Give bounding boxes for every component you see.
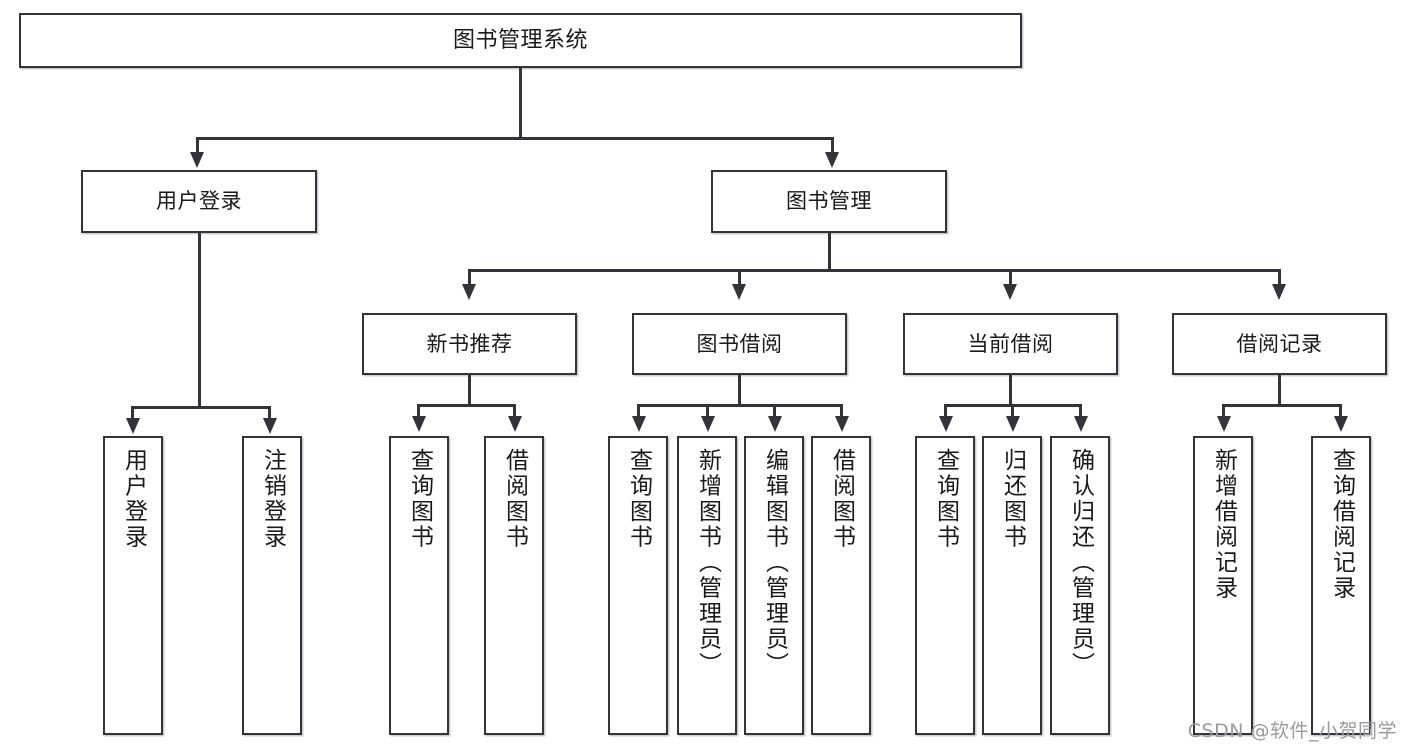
node-root-book-management-system[interactable]: 图书管理系统 <box>19 13 1022 68</box>
node-label: 借阅图书 <box>828 448 855 550</box>
leaf-cb-confirm-return[interactable]: 确认归还（管理员） <box>1050 436 1110 735</box>
leaf-bb-add-book[interactable]: 新增图书（管理员） <box>677 436 737 735</box>
node-label: 查询借阅记录 <box>1328 448 1355 601</box>
leaf-br-query-record[interactable]: 查询借阅记录 <box>1311 436 1371 735</box>
connector-new-book-stem <box>468 375 471 406</box>
arrowhead-leaf-bb-query-book <box>632 416 646 432</box>
connector-book-borrow-stem <box>738 375 741 406</box>
connector-bm-drop-borrow-records <box>1278 269 1281 286</box>
arrowhead-leaf-logout <box>263 418 277 434</box>
connector-br-drop-1 <box>1222 404 1225 418</box>
connector-bm-drop-book-borrow <box>738 269 741 286</box>
leaf-user-login[interactable]: 用户登录 <box>103 436 163 735</box>
arrowhead-leaf-br-add-record <box>1217 416 1231 432</box>
connector-new-book-drop-1 <box>417 404 420 418</box>
connector-user-login-drop-2 <box>268 406 271 420</box>
node-label: 用户登录 <box>156 189 242 214</box>
node-label: 新增借阅记录 <box>1210 448 1237 601</box>
watermark-text: CSDN @软件_小贺同学 <box>1187 720 1397 742</box>
node-label: 编辑图书（管理员） <box>761 448 788 678</box>
arrowhead-book-management <box>825 152 839 168</box>
connector-root-stem <box>519 68 522 139</box>
node-borrow-records[interactable]: 借阅记录 <box>1172 313 1387 375</box>
connector-user-login-stem <box>198 233 201 408</box>
node-label: 新书推荐 <box>426 331 513 356</box>
connector-cb-drop-1 <box>944 404 947 418</box>
node-book-management[interactable]: 图书管理 <box>711 170 947 233</box>
connector-book-management-bus <box>468 269 1280 272</box>
node-new-book-recommend[interactable]: 新书推荐 <box>362 313 577 375</box>
node-book-borrow[interactable]: 图书借阅 <box>632 313 847 375</box>
connector-book-borrow-bus <box>637 404 843 407</box>
node-label: 图书管理 <box>786 189 872 214</box>
arrowhead-borrow-records <box>1272 284 1286 300</box>
arrowhead-leaf-br-query-record <box>1334 416 1348 432</box>
node-label: 图书管理系统 <box>452 27 588 53</box>
connector-cb-drop-2 <box>1011 404 1014 418</box>
leaf-bb-borrow-book[interactable]: 借阅图书 <box>811 436 871 735</box>
connector-new-book-drop-2 <box>513 404 516 418</box>
arrowhead-leaf-bb-edit-book <box>768 416 782 432</box>
leaf-bb-edit-book[interactable]: 编辑图书（管理员） <box>744 436 804 735</box>
connector-borrow-records-bus <box>1222 404 1342 407</box>
connector-bm-drop-current-borrow <box>1009 269 1012 286</box>
leaf-nb-query-book[interactable]: 查询图书 <box>389 436 449 735</box>
connector-user-login-drop-1 <box>131 406 134 420</box>
connector-root-to-book-management <box>831 137 834 154</box>
connector-bb-drop-2 <box>706 404 709 418</box>
node-label: 新增图书（管理员） <box>694 448 721 678</box>
node-label: 用户登录 <box>120 448 147 550</box>
node-label: 查询图书 <box>406 448 433 550</box>
node-current-borrow[interactable]: 当前借阅 <box>903 313 1118 375</box>
connector-bm-drop-new-book <box>468 269 471 286</box>
arrowhead-leaf-cb-query-book <box>939 416 953 432</box>
arrowhead-book-borrow <box>732 284 746 300</box>
arrowhead-leaf-cb-return-book <box>1006 416 1020 432</box>
arrowhead-leaf-nb-borrow-book <box>508 416 522 432</box>
arrowhead-user-login <box>190 152 204 168</box>
node-label: 当前借阅 <box>967 331 1054 356</box>
node-user-login[interactable]: 用户登录 <box>81 170 317 233</box>
connector-borrow-records-stem <box>1278 375 1281 406</box>
node-label: 注销登录 <box>259 448 286 550</box>
leaf-nb-borrow-book[interactable]: 借阅图书 <box>484 436 544 735</box>
leaf-br-add-record[interactable]: 新增借阅记录 <box>1193 436 1253 735</box>
arrowhead-leaf-cb-confirm-return <box>1074 416 1088 432</box>
arrowhead-current-borrow <box>1003 284 1017 300</box>
connector-root-to-user-login <box>196 137 199 154</box>
connector-root-bus <box>196 137 833 140</box>
connector-user-login-bus <box>131 406 268 409</box>
connector-br-drop-2 <box>1339 404 1342 418</box>
leaf-logout[interactable]: 注销登录 <box>242 436 302 735</box>
arrowhead-leaf-user-login <box>126 418 140 434</box>
connector-bb-drop-1 <box>637 404 640 418</box>
connector-book-management-stem <box>828 233 831 271</box>
node-label: 借阅图书 <box>501 448 528 550</box>
arrowhead-new-book-recommend <box>462 284 476 300</box>
node-label: 确认归还（管理员） <box>1067 448 1094 678</box>
connector-cb-drop-3 <box>1079 404 1082 418</box>
connector-bb-drop-3 <box>773 404 776 418</box>
leaf-cb-query-book[interactable]: 查询图书 <box>915 436 975 735</box>
connector-new-book-bus <box>417 404 516 407</box>
arrowhead-leaf-bb-add-book <box>701 416 715 432</box>
leaf-cb-return-book[interactable]: 归还图书 <box>982 436 1042 735</box>
arrowhead-leaf-bb-borrow-book <box>835 416 849 432</box>
node-label: 借阅记录 <box>1236 331 1323 356</box>
leaf-bb-query-book[interactable]: 查询图书 <box>608 436 668 735</box>
node-label: 归还图书 <box>999 448 1026 550</box>
arrowhead-leaf-nb-query-book <box>412 416 426 432</box>
node-label: 查询图书 <box>625 448 652 550</box>
connector-bb-drop-4 <box>840 404 843 418</box>
connector-current-borrow-stem <box>1009 375 1012 406</box>
node-label: 查询图书 <box>932 448 959 550</box>
node-label: 图书借阅 <box>696 331 783 356</box>
